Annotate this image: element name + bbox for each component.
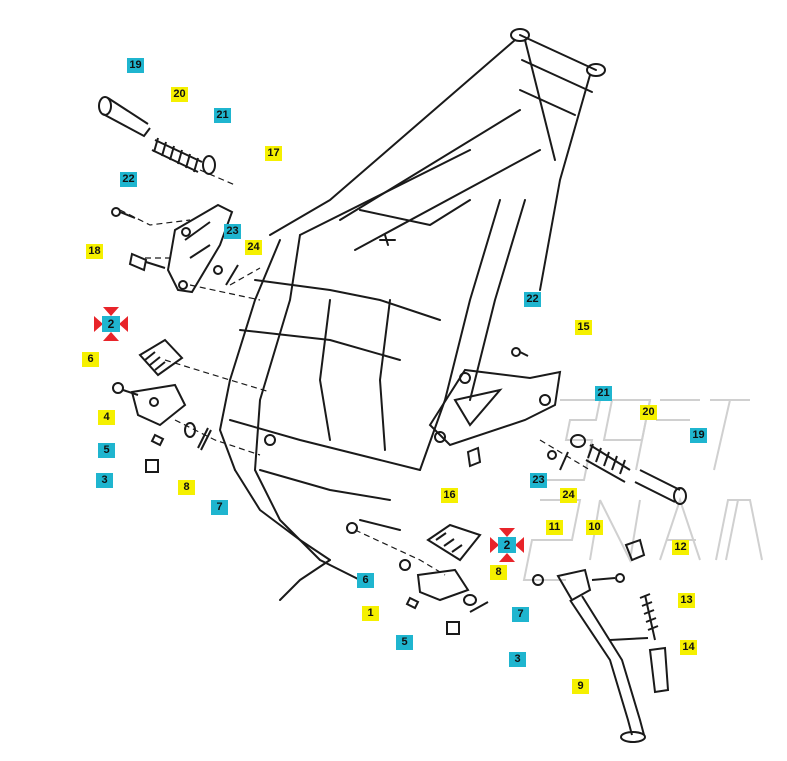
- callout-22-top: 22: [120, 172, 137, 187]
- callout-18: 18: [86, 244, 103, 259]
- callout-19-top: 19: [127, 58, 144, 73]
- callout-21-top: 21: [214, 108, 231, 123]
- callout-17: 17: [265, 146, 282, 161]
- left-footpeg: [112, 338, 212, 473]
- callout-7-right: 7: [512, 607, 529, 622]
- callout-3-right: 3: [509, 652, 526, 667]
- upper-left-parts: [98, 96, 239, 294]
- callout-13: 13: [678, 593, 695, 608]
- red-marker-right: [490, 528, 524, 562]
- callout-11: 11: [546, 520, 563, 535]
- callout-6-right: 6: [357, 573, 374, 588]
- callout-15: 15: [575, 320, 592, 335]
- callout-24-top: 24: [245, 240, 262, 255]
- callout-8-right: 8: [490, 565, 507, 580]
- watermark: [522, 399, 763, 581]
- right-footpeg: [399, 523, 489, 635]
- callout-7-left: 7: [211, 500, 228, 515]
- right-bracket-parts: [428, 347, 687, 505]
- callout-4: 4: [98, 410, 115, 425]
- callout-6-left: 6: [82, 352, 99, 367]
- callout-20-top: 20: [171, 87, 188, 102]
- callout-3-left: 3: [96, 473, 113, 488]
- callout-1: 1: [362, 606, 379, 621]
- callout-21-right: 21: [595, 386, 612, 401]
- callout-9: 9: [572, 679, 589, 694]
- callout-2-left: 2: [102, 316, 120, 332]
- callout-10: 10: [586, 520, 603, 535]
- callout-24-right: 24: [560, 488, 577, 503]
- callout-20-right: 20: [640, 405, 657, 420]
- callout-8-left: 8: [178, 480, 195, 495]
- callout-19-right: 19: [690, 428, 707, 443]
- callout-22-right: 22: [524, 292, 541, 307]
- callout-14: 14: [680, 640, 697, 655]
- frame: [219, 28, 606, 601]
- callout-5-right: 5: [396, 635, 413, 650]
- callout-2-right: 2: [498, 537, 516, 553]
- callout-23-top: 23: [224, 224, 241, 239]
- callout-16: 16: [441, 488, 458, 503]
- callout-12: 12: [672, 540, 689, 555]
- callout-5-left: 5: [98, 443, 115, 458]
- callout-23-right: 23: [530, 473, 547, 488]
- side-stand: [532, 538, 670, 743]
- red-marker-left: [94, 307, 128, 341]
